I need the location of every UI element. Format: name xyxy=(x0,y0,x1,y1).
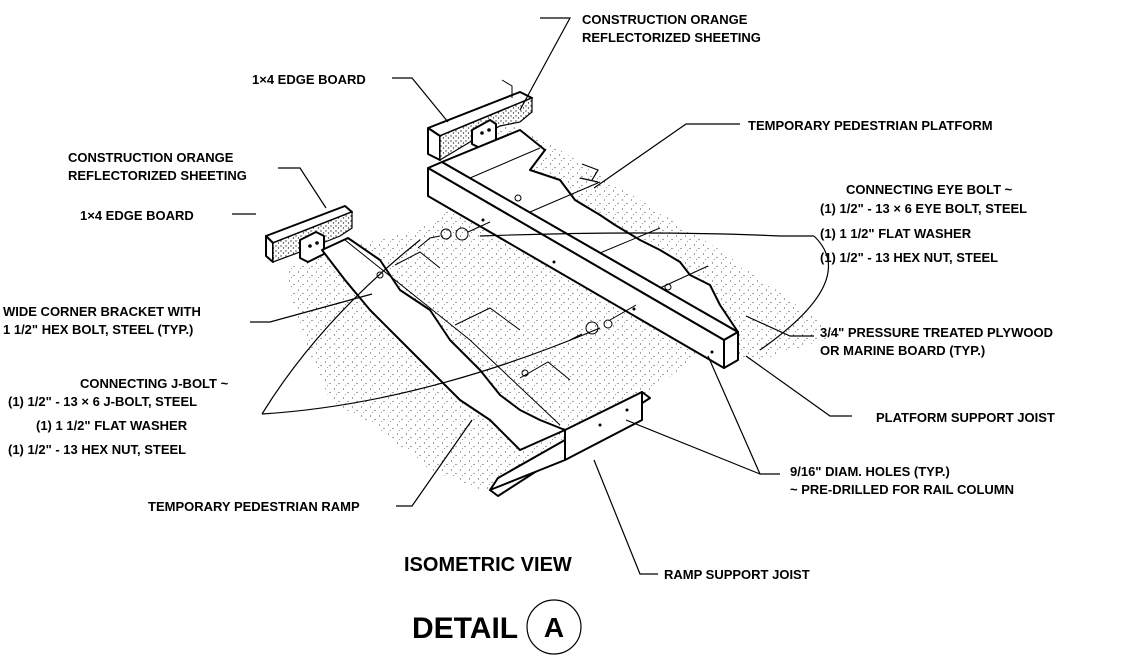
leader-lines xyxy=(232,17,852,575)
ramp-plywood xyxy=(321,237,566,451)
label-jbolt-4: (1) 1/2" - 13 HEX NUT, STEEL xyxy=(8,442,186,457)
label-eye-bolt-1: CONNECTING EYE BOLT ~ xyxy=(846,182,1013,197)
detail-letter: A xyxy=(544,612,564,643)
label-ramp: TEMPORARY PEDESTRIAN RAMP xyxy=(148,499,360,514)
label-sheeting-top-2: REFLECTORIZED SHEETING xyxy=(582,30,761,45)
ground-stipple xyxy=(285,120,840,495)
label-jbolt-2: (1) 1/2" - 13 × 6 J-BOLT, STEEL xyxy=(8,394,197,409)
label-holes-2: ~ PRE-DRILLED FOR RAIL COLUMN xyxy=(790,482,1014,497)
label-eye-bolt-3: (1) 1 1/2" FLAT WASHER xyxy=(820,226,972,241)
label-sheeting-left-1: CONSTRUCTION ORANGE xyxy=(68,150,234,165)
label-bracket-2: 1 1/2" HEX BOLT, STEEL (TYP.) xyxy=(3,322,193,337)
label-platform: TEMPORARY PEDESTRIAN PLATFORM xyxy=(748,118,993,133)
label-plywood-2: OR MARINE BOARD (TYP.) xyxy=(820,343,985,358)
label-holes-1: 9/16" DIAM. HOLES (TYP.) xyxy=(790,464,950,479)
label-edge-board-left: 1×4 EDGE BOARD xyxy=(80,208,194,223)
label-bracket-1: WIDE CORNER BRACKET WITH xyxy=(3,304,201,319)
detail-title: DETAIL xyxy=(412,612,518,645)
label-edge-board-top: 1×4 EDGE BOARD xyxy=(252,72,366,87)
view-title: ISOMETRIC VIEW xyxy=(404,554,572,576)
label-plywood-1: 3/4" PRESSURE TREATED PLYWOOD xyxy=(820,325,1053,340)
label-sheeting-top-1: CONSTRUCTION ORANGE xyxy=(582,12,748,27)
label-jbolt-1: CONNECTING J-BOLT ~ xyxy=(80,376,229,391)
label-ramp-joist: RAMP SUPPORT JOIST xyxy=(664,567,810,582)
connecting-hardware xyxy=(417,221,637,341)
label-sheeting-left-2: REFLECTORIZED SHEETING xyxy=(68,168,247,183)
label-jbolt-3: (1) 1 1/2" FLAT WASHER xyxy=(36,418,188,433)
label-platform-joist: PLATFORM SUPPORT JOIST xyxy=(876,410,1055,425)
platform-assembly xyxy=(427,79,739,369)
label-eye-bolt-2: (1) 1/2" - 13 × 6 EYE BOLT, STEEL xyxy=(820,201,1027,216)
label-eye-bolt-4: (1) 1/2" - 13 HEX NUT, STEEL xyxy=(820,250,998,265)
ramp-assembly xyxy=(265,205,651,497)
detail-circle xyxy=(526,599,582,655)
